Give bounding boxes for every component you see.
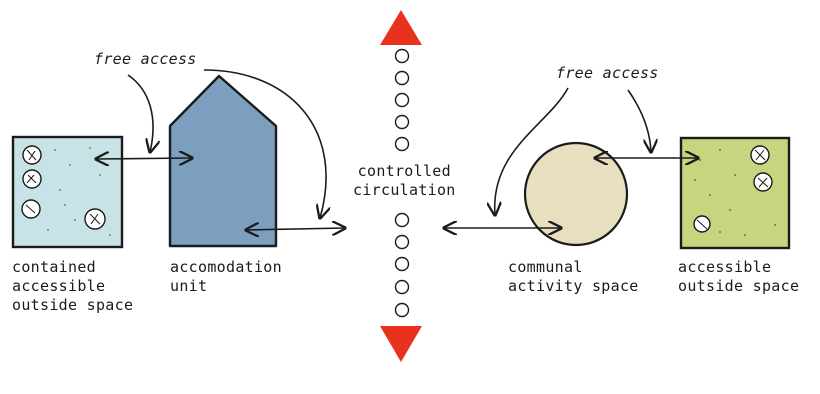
free-access-curve-arrow (627, 89, 651, 152)
accessible-space-texture (694, 149, 776, 236)
controlled-circulation-label: controlled circulation (353, 162, 456, 199)
contained-space-label: contained accessible outside space (12, 258, 134, 314)
accessible-outside-label: accessible outside space (678, 258, 800, 295)
contained-space-texture (47, 147, 111, 236)
accommodation-unit-house (168, 74, 278, 248)
access-arrow-unit-to-circulation (246, 228, 345, 230)
access-arrow-left-square-to-unit (96, 158, 192, 159)
accessible-outside-square (679, 136, 791, 250)
tree-icon-marks (25, 149, 101, 225)
circulation-dots (394, 48, 410, 318)
free-access-label-right: free access (556, 64, 659, 82)
free-access-label-left: free access (94, 50, 197, 68)
communal-space-label: communal activity space (508, 258, 639, 295)
circulation-bottom-marker-icon (380, 326, 422, 362)
circulation-top-marker-icon (380, 10, 422, 45)
free-access-curve-arrow (127, 74, 153, 152)
tree-icon-marks (696, 149, 769, 230)
communal-space-circle (523, 141, 629, 247)
free-access-curve-arrow (203, 69, 326, 218)
accommodation-unit-label: accomodation unit (170, 258, 282, 295)
free-access-curve-arrow (495, 87, 569, 215)
